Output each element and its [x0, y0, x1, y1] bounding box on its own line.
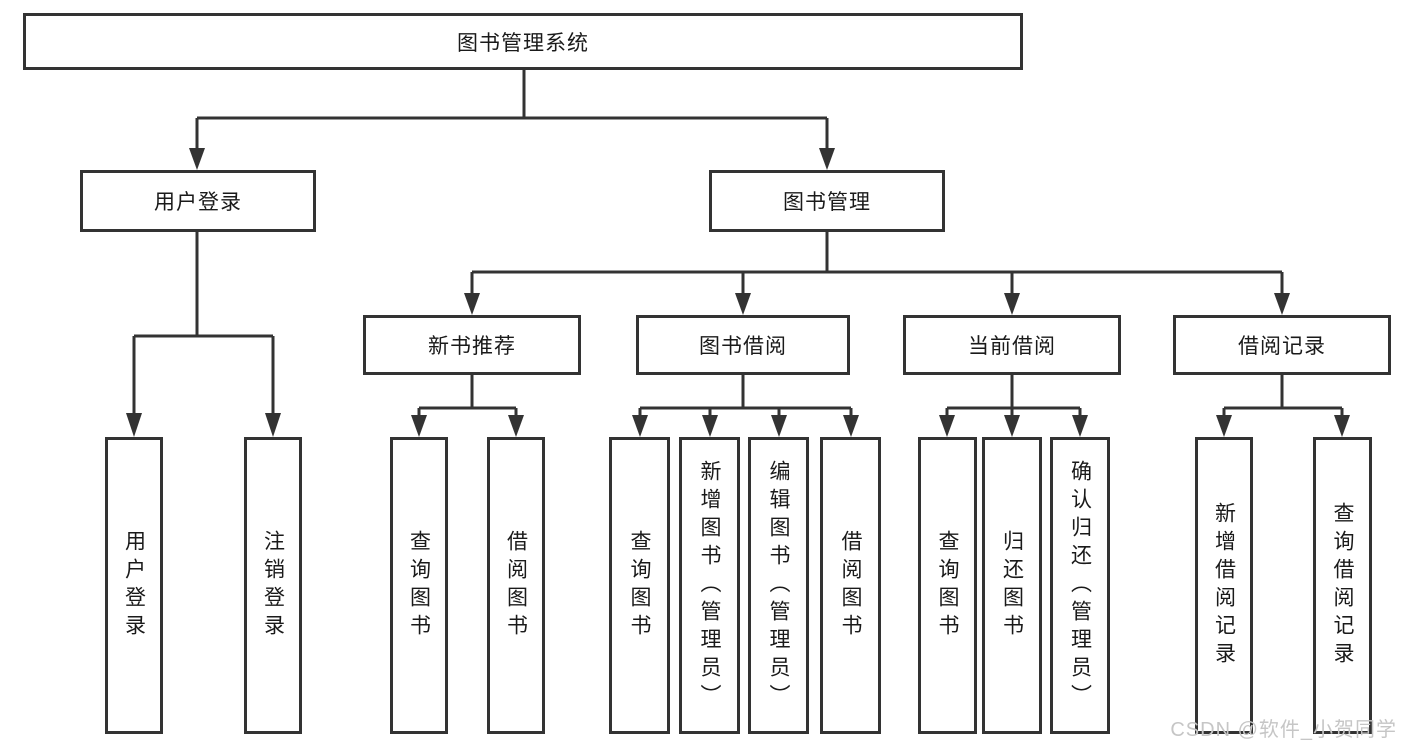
leaf-label: 新增图书（管理员） — [698, 459, 721, 712]
node-book-borrow: 图书借阅 — [636, 315, 850, 375]
node-root-system: 图书管理系统 — [23, 13, 1023, 70]
leaf-label: 注销登录 — [261, 529, 285, 642]
leaf-query-books-recommend: 查询图书 — [390, 437, 448, 734]
leaf-query-books-borrow: 查询图书 — [609, 437, 670, 734]
node-label: 当前借阅 — [968, 335, 1056, 358]
leaf-label: 用户登录 — [122, 529, 146, 642]
leaf-add-borrow-record: 新增借阅记录 — [1195, 437, 1253, 734]
node-borrow-records: 借阅记录 — [1173, 315, 1391, 375]
leaf-edit-book-admin: 编辑图书（管理员） — [748, 437, 809, 734]
leaf-label: 新增借阅记录 — [1212, 501, 1236, 670]
node-label: 图书管理 — [783, 191, 871, 214]
leaf-label: 借阅图书 — [504, 529, 528, 642]
leaf-borrow-books-recommend: 借阅图书 — [487, 437, 545, 734]
leaf-return-books: 归还图书 — [982, 437, 1042, 734]
node-new-book-recommend: 新书推荐 — [363, 315, 581, 375]
leaf-label: 确认归还（管理员） — [1068, 459, 1092, 712]
leaf-query-borrow-record: 查询借阅记录 — [1313, 437, 1372, 734]
leaf-label: 查询借阅记录 — [1331, 501, 1354, 670]
leaf-query-books-current: 查询图书 — [918, 437, 977, 734]
leaf-confirm-return-admin: 确认归还（管理员） — [1050, 437, 1110, 734]
leaf-label: 查询图书 — [407, 529, 431, 642]
node-label: 图书借阅 — [699, 335, 787, 358]
leaf-logout: 注销登录 — [244, 437, 302, 734]
leaf-user-login: 用户登录 — [105, 437, 163, 734]
leaf-label: 查询图书 — [628, 529, 651, 642]
node-label: 新书推荐 — [428, 335, 516, 358]
leaf-label: 归还图书 — [1000, 529, 1024, 642]
node-label: 图书管理系统 — [457, 31, 589, 55]
leaf-borrow-books: 借阅图书 — [820, 437, 881, 734]
csdn-watermark: CSDN @软件_小贺同学 — [1170, 719, 1397, 741]
node-current-borrow: 当前借阅 — [903, 315, 1121, 375]
leaf-label: 编辑图书（管理员） — [767, 459, 790, 712]
node-label: 用户登录 — [154, 191, 242, 214]
node-user-login: 用户登录 — [80, 170, 316, 232]
leaf-label: 借阅图书 — [839, 529, 862, 642]
leaf-add-book-admin: 新增图书（管理员） — [679, 437, 740, 734]
node-label: 借阅记录 — [1238, 335, 1326, 358]
leaf-label: 查询图书 — [936, 529, 959, 642]
node-book-management: 图书管理 — [709, 170, 945, 232]
